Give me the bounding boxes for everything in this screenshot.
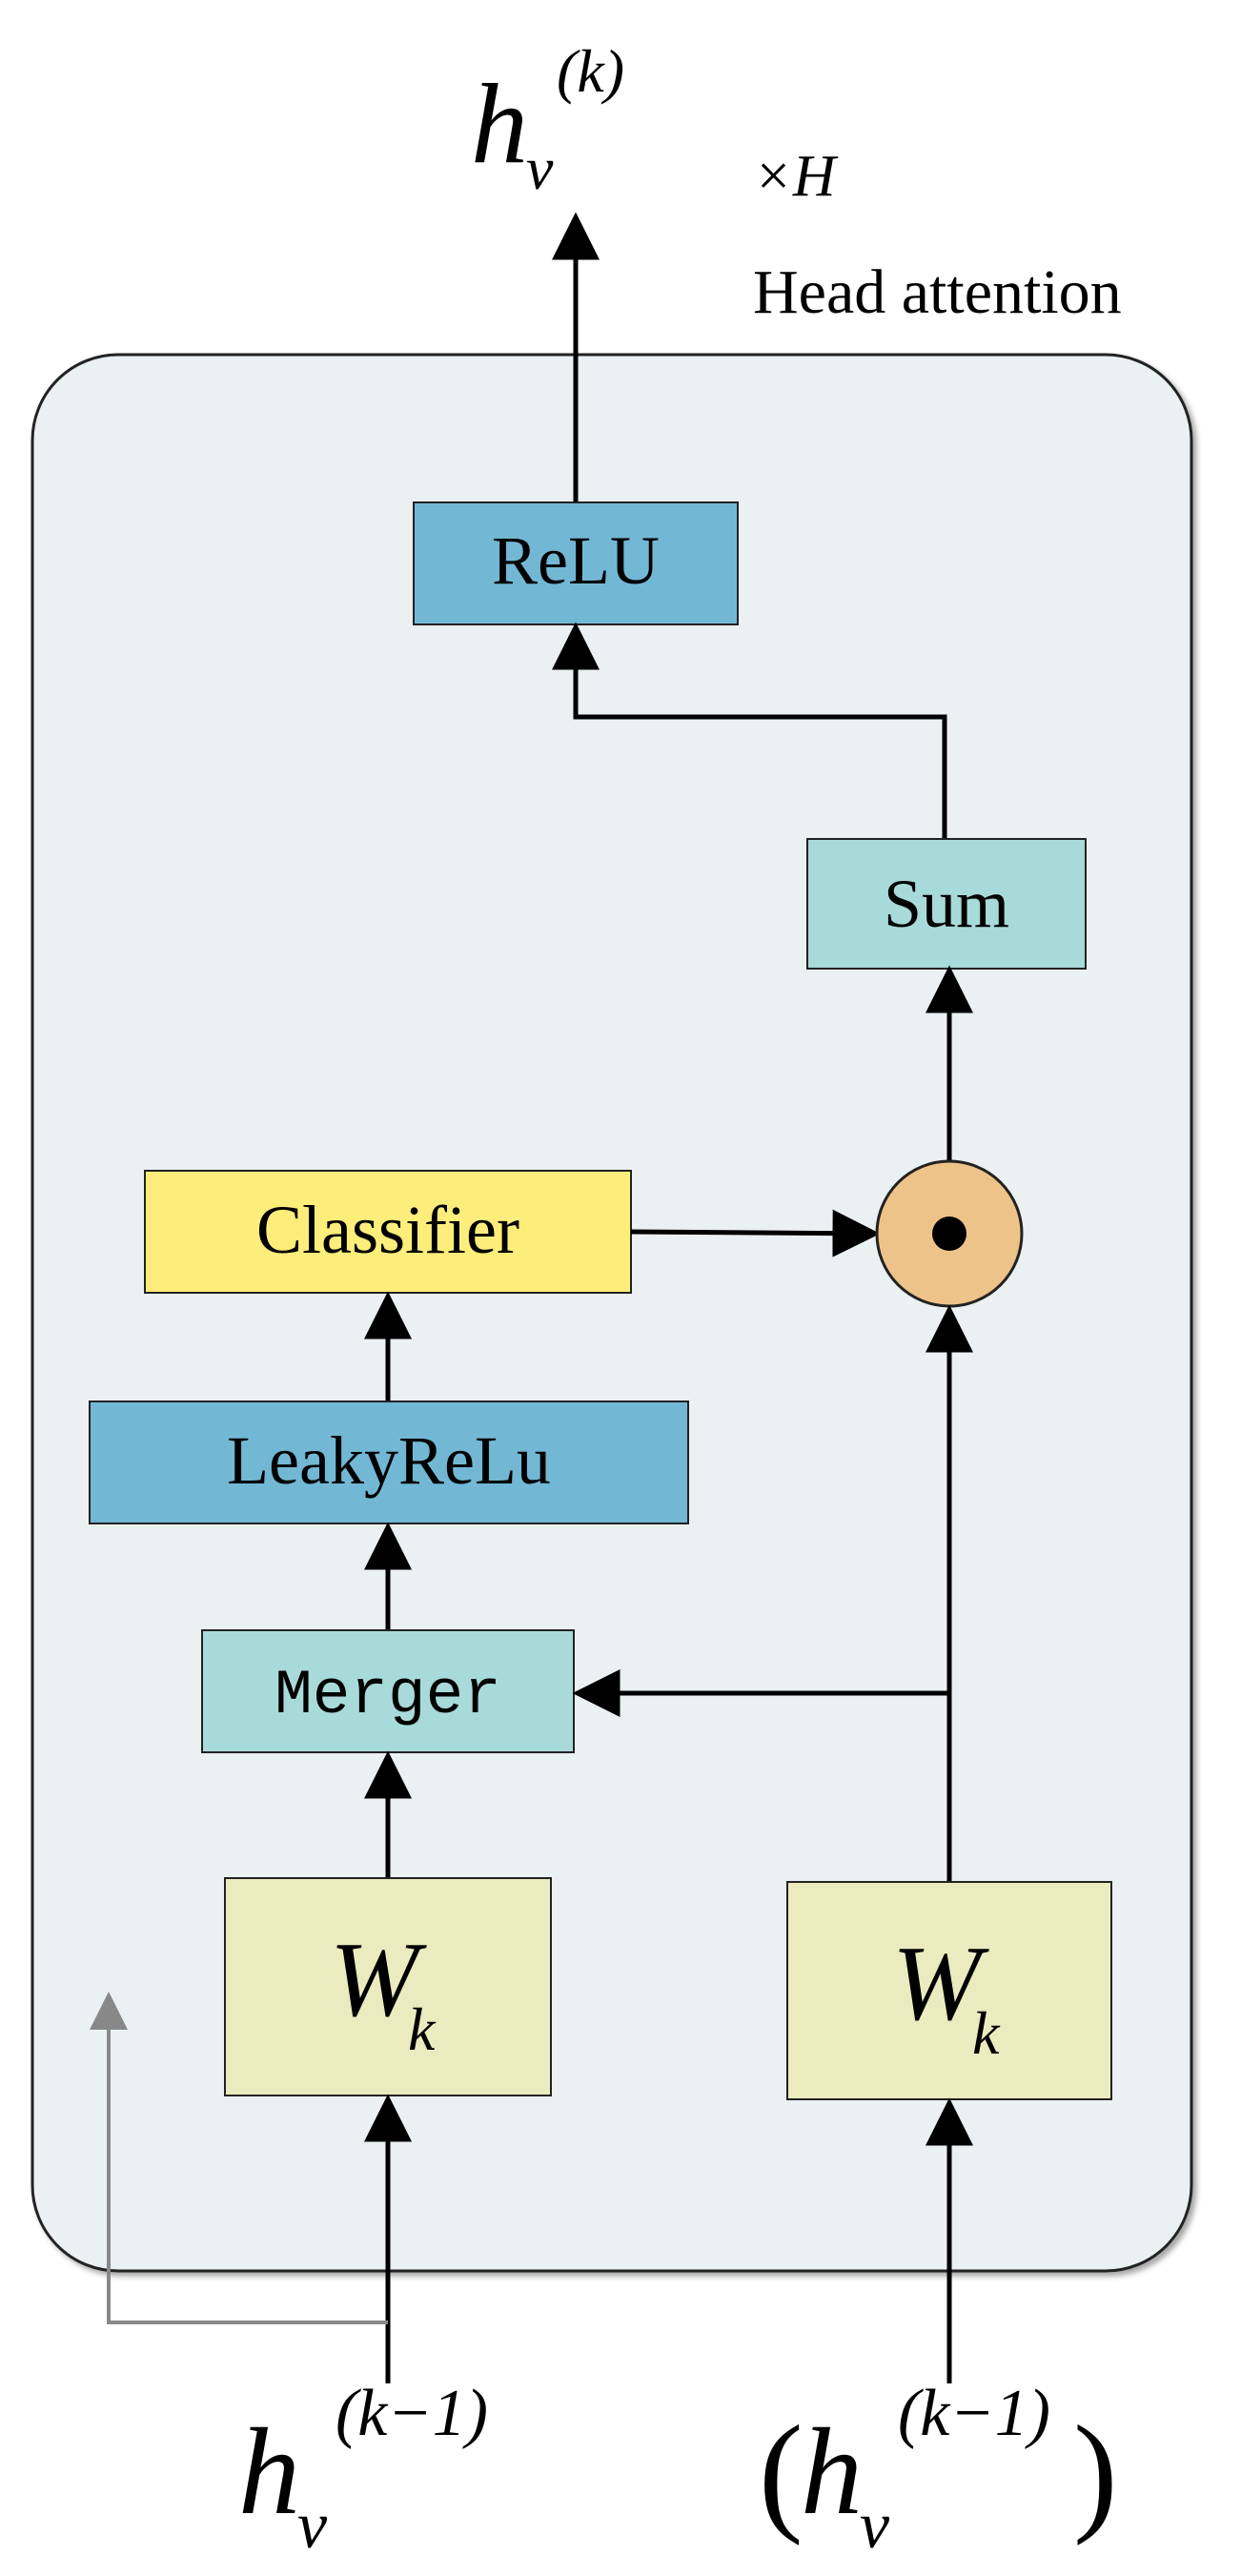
wk-right-box	[786, 1881, 1112, 2100]
classifier-label: Classifier	[256, 1192, 519, 1268]
leakyrelu-box	[89, 1400, 689, 1524]
output-label: h v (k)	[471, 37, 624, 202]
head-attention-panel	[31, 353, 1193, 2273]
wk-left-sub: k	[408, 1995, 437, 2063]
sum-label: Sum	[884, 866, 1009, 942]
input-right-label: ( h v (k−1) )	[759, 2377, 1118, 2563]
input-left-var: h	[238, 2403, 300, 2541]
input-left-sub: v	[297, 2489, 328, 2563]
input-right-open: (	[759, 2399, 804, 2546]
merger-box	[201, 1629, 575, 1753]
product-dot	[932, 1216, 966, 1251]
leakyrelu-label: LeakyReLu	[227, 1422, 551, 1499]
merger-label: Merger	[275, 1660, 501, 1731]
relu-label: ReLU	[492, 522, 660, 599]
wk-left-box	[224, 1877, 552, 2096]
input-left-label: h v (k−1)	[238, 2377, 488, 2563]
input-right-sup: (k−1)	[898, 2377, 1050, 2450]
arrow-sum-to-relu	[552, 622, 947, 839]
input-right-var: h	[801, 2403, 863, 2541]
wk-left-var: W	[330, 1921, 427, 2039]
classifier-box	[144, 1170, 632, 1294]
output-sup: (k)	[557, 37, 624, 105]
residual-connection	[90, 1992, 388, 2324]
wk-right-sub: k	[972, 1999, 1001, 2067]
relu-box	[413, 501, 739, 625]
head-attention-caption: Head attention	[753, 257, 1122, 327]
input-left-sup: (k−1)	[336, 2377, 488, 2450]
output-sub: v	[526, 134, 554, 202]
times-h-label: ×H	[753, 144, 839, 209]
arrow-classifier-to-dot	[630, 1209, 881, 1257]
output-var: h	[471, 60, 528, 187]
input-right-close: )	[1073, 2399, 1118, 2546]
wk-right-var: W	[892, 1925, 989, 2043]
input-right-sub: v	[860, 2489, 890, 2563]
